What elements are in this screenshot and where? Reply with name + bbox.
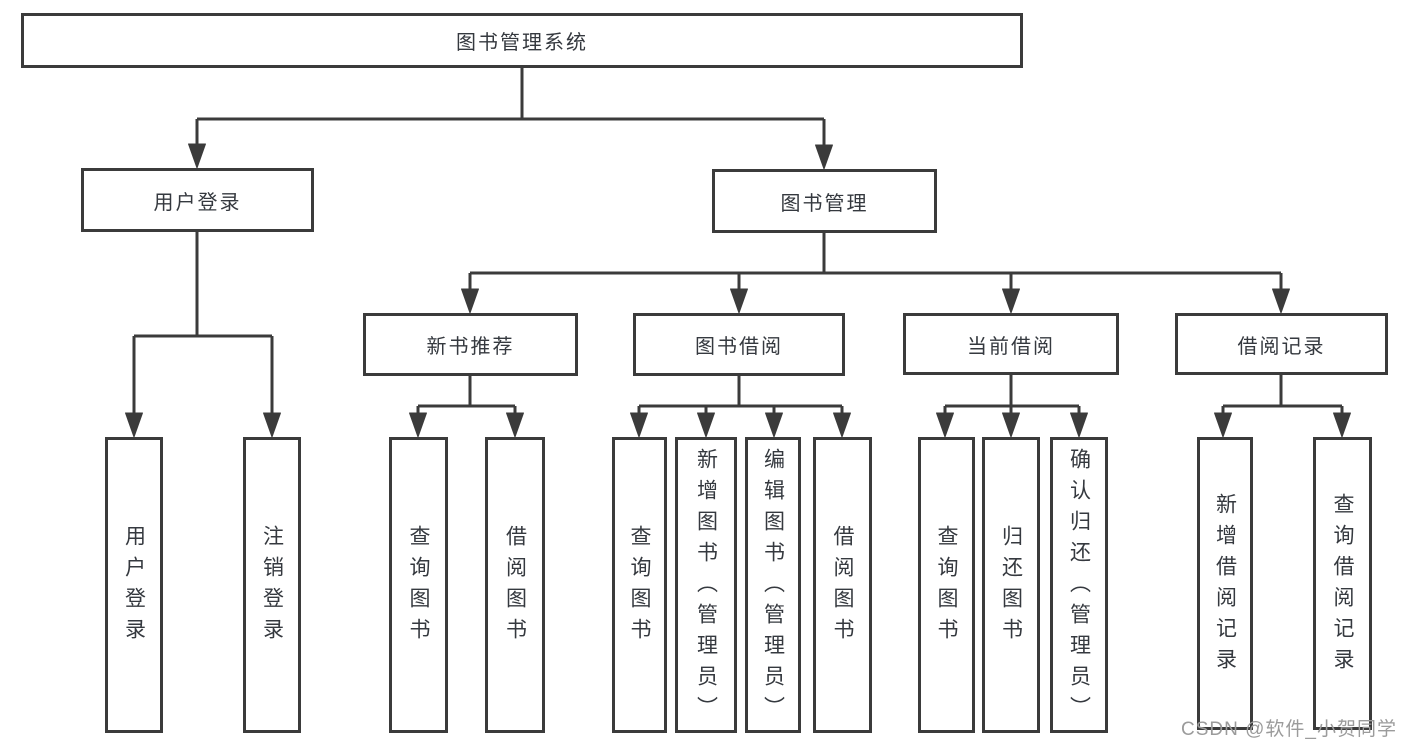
- node-book-management: 图书管理: [712, 169, 937, 233]
- node-new-book-recommend: 新书推荐: [363, 313, 578, 376]
- leaf-logout: 注销登录: [243, 437, 301, 733]
- node-current-borrowing: 当前借阅: [903, 313, 1119, 375]
- leaf-query-books-2: 查询图书: [612, 437, 667, 733]
- leaf-return-book: 归还图书: [982, 437, 1040, 733]
- leaf-borrow-books-2: 借阅图书: [813, 437, 872, 733]
- leaf-query-books-3: 查询图书: [918, 437, 975, 733]
- csdn-watermark: CSDN @软件_小贺同学: [1181, 719, 1397, 740]
- leaf-add-borrow-record: 新增借阅记录: [1197, 437, 1253, 730]
- leaf-borrow-books-1: 借阅图书: [485, 437, 545, 733]
- node-borrowing-records: 借阅记录: [1175, 313, 1388, 375]
- node-library-management-system: 图书管理系统: [21, 13, 1023, 68]
- node-user-login: 用户登录: [81, 168, 314, 232]
- leaf-edit-book-admin: 编辑图书（管理员）: [745, 437, 801, 733]
- leaf-confirm-return-admin: 确认归还（管理员）: [1050, 437, 1108, 733]
- leaf-add-book-admin: 新增图书（管理员）: [675, 437, 737, 733]
- node-book-borrowing: 图书借阅: [633, 313, 845, 376]
- leaf-query-borrow-record: 查询借阅记录: [1313, 437, 1372, 730]
- leaf-query-books-1: 查询图书: [389, 437, 448, 733]
- leaf-user-login: 用户登录: [105, 437, 163, 733]
